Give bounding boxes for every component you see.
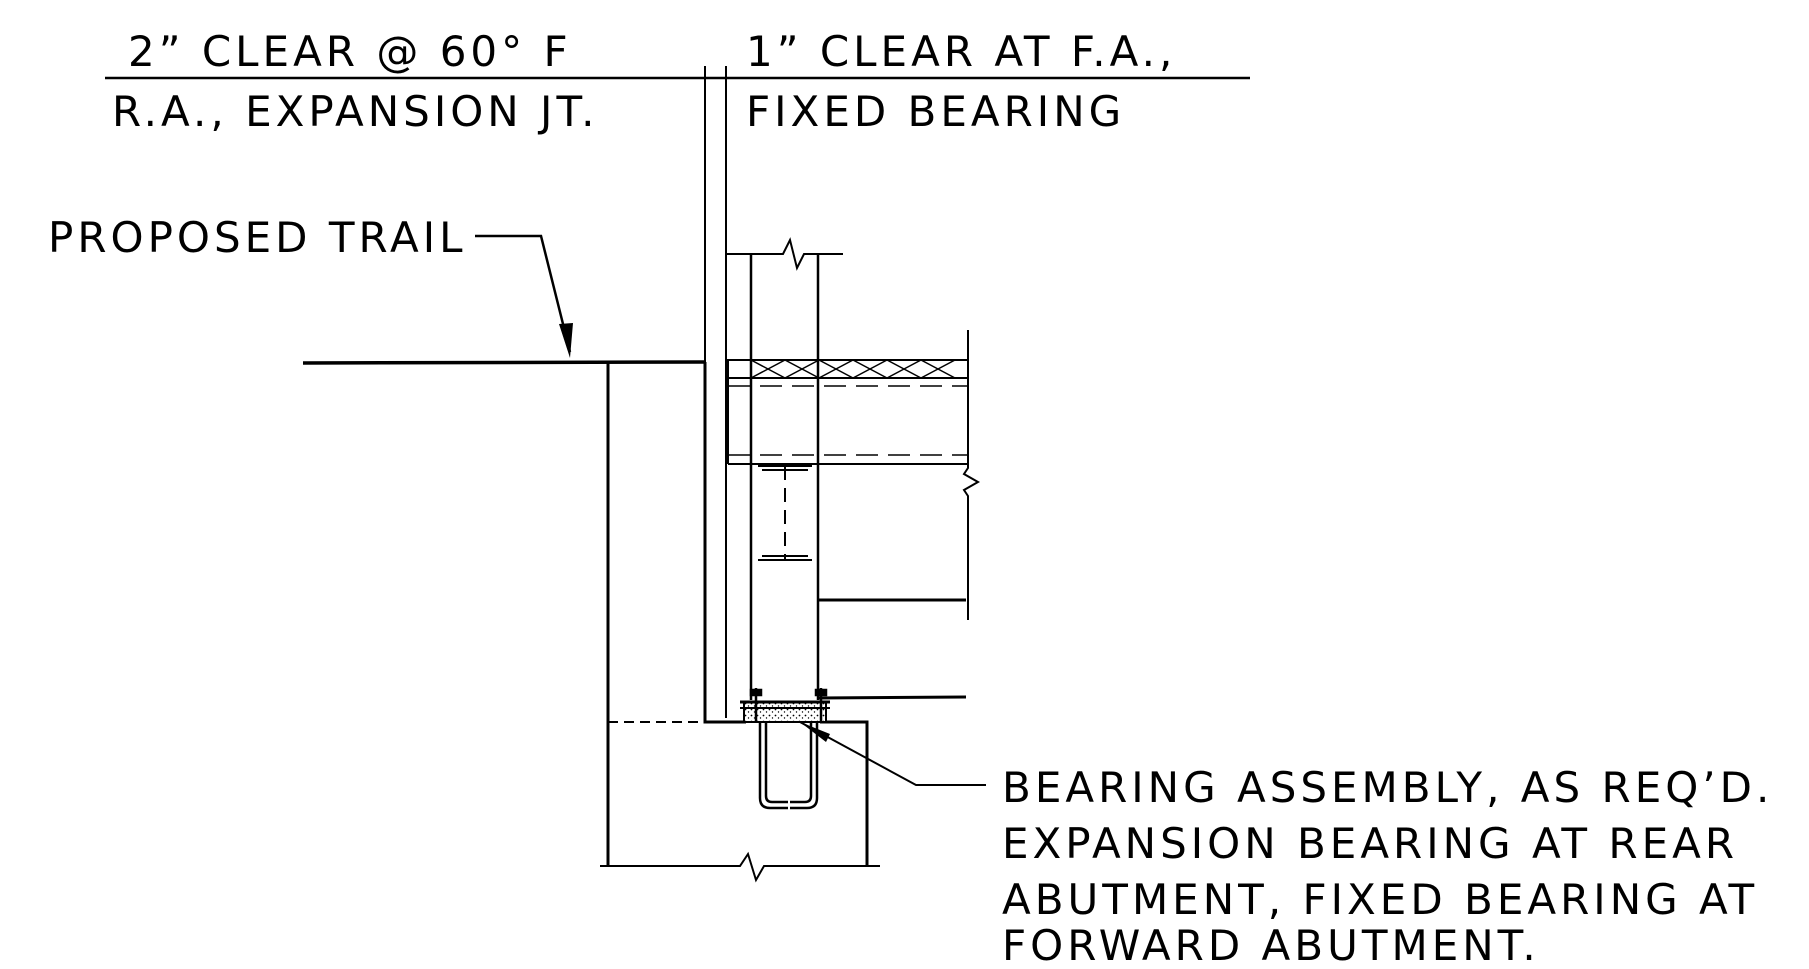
bearing-note-line-2: EXPANSION BEARING AT REAR — [1002, 819, 1738, 868]
abutment — [600, 362, 880, 883]
deck-slab — [726, 330, 981, 620]
steel-girder-section — [758, 465, 812, 561]
abutment-seat-outline — [820, 720, 869, 866]
diaphragm-lines — [817, 598, 967, 700]
fixed-bearing-label: FIXED BEARING — [746, 87, 1125, 136]
right-clearance-label: 1” CLEAR AT F.A., — [746, 27, 1176, 76]
trail-surface-line — [302, 360, 706, 365]
trail-leader-arrowhead — [559, 323, 573, 358]
expansion-joint-label: R.A., EXPANSION JT. — [112, 87, 598, 136]
bearing-leader-line — [799, 721, 986, 786]
anchor-bolt-left — [749, 688, 788, 810]
left-clearance-label: 2” CLEAR @ 60° F — [128, 27, 572, 76]
bearing-assembly — [740, 688, 986, 810]
trail-leader-line — [475, 234, 572, 353]
anchor-bolt-right — [790, 688, 828, 810]
bearing-note-line-3: ABUTMENT, FIXED BEARING AT — [1002, 875, 1758, 924]
abutment-break-line — [600, 851, 880, 883]
bearing-note-line-4: FORWARD ABUTMENT. — [1002, 921, 1540, 969]
girder-end — [726, 237, 843, 700]
proposed-trail-label: PROPOSED TRAIL — [48, 213, 467, 262]
clearance-header: 2” CLEAR @ 60° F R.A., EXPANSION JT. 1” … — [105, 27, 1250, 136]
proposed-trail-callout: PROPOSED TRAIL — [48, 213, 573, 358]
girder-break-line — [726, 237, 843, 271]
bearing-note-line-1: BEARING ASSEMBLY, AS REQ’D. — [1002, 763, 1773, 812]
slab-crosshatch — [750, 359, 956, 379]
bearing-leader-arrowhead — [800, 722, 830, 742]
slab-break-line — [962, 330, 981, 620]
joint-gap-lines — [704, 66, 727, 718]
bearing-note: BEARING ASSEMBLY, AS REQ’D. EXPANSION BE… — [1002, 763, 1773, 969]
